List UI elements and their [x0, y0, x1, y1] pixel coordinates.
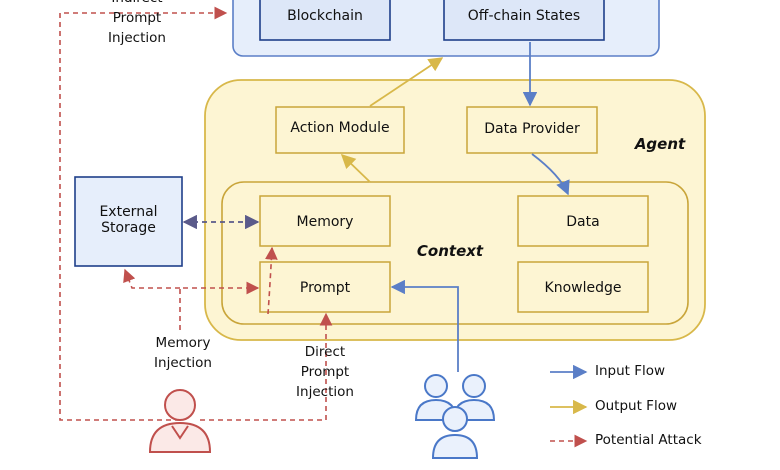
memory-label: Memory: [296, 214, 354, 230]
direct-injection-path: [200, 312, 333, 421]
memory-injection-label: Memory Injection: [154, 335, 212, 371]
indirect-injection-label: Indirect Prompt Injection: [108, 0, 166, 46]
legend: [550, 364, 588, 448]
offchain-states-label: Off-chain States: [467, 8, 581, 24]
blockchain-label: Blockchain: [287, 8, 363, 24]
legend-output-flow: Output Flow: [595, 398, 678, 414]
agent-title: Agent: [634, 135, 686, 153]
knowledge-label: Knowledge: [544, 280, 622, 296]
direct-injection-label: Direct Prompt Injection: [296, 344, 354, 400]
output-flow-action-to-chain: [369, 57, 444, 107]
legend-potential-attack: Potential Attack: [595, 432, 702, 448]
external-storage-box: [74, 176, 183, 267]
output-flow-context-to-action: [340, 154, 371, 183]
input-flow-provider-to-data: [531, 153, 570, 196]
data-label: Data: [566, 214, 600, 230]
external-storage-label: External Storage: [99, 204, 158, 237]
data-provider-label: Data Provider: [484, 121, 580, 137]
context-container: [221, 181, 689, 325]
person-icon: [148, 389, 212, 453]
blockchain-container: [232, 0, 660, 57]
input-flow-users-to-prompt: [390, 279, 459, 372]
prompt-to-memory-attack: [264, 246, 278, 315]
legend-input-flow: Input Flow: [595, 363, 666, 379]
memory-injection-storage-branch: [123, 268, 180, 289]
prompt-label: Prompt: [299, 280, 351, 296]
memory-injection-path: [179, 281, 260, 330]
context-title: Context: [416, 242, 484, 260]
action-module-label: Action Module: [290, 120, 390, 136]
users-group-icon: [414, 374, 496, 459]
